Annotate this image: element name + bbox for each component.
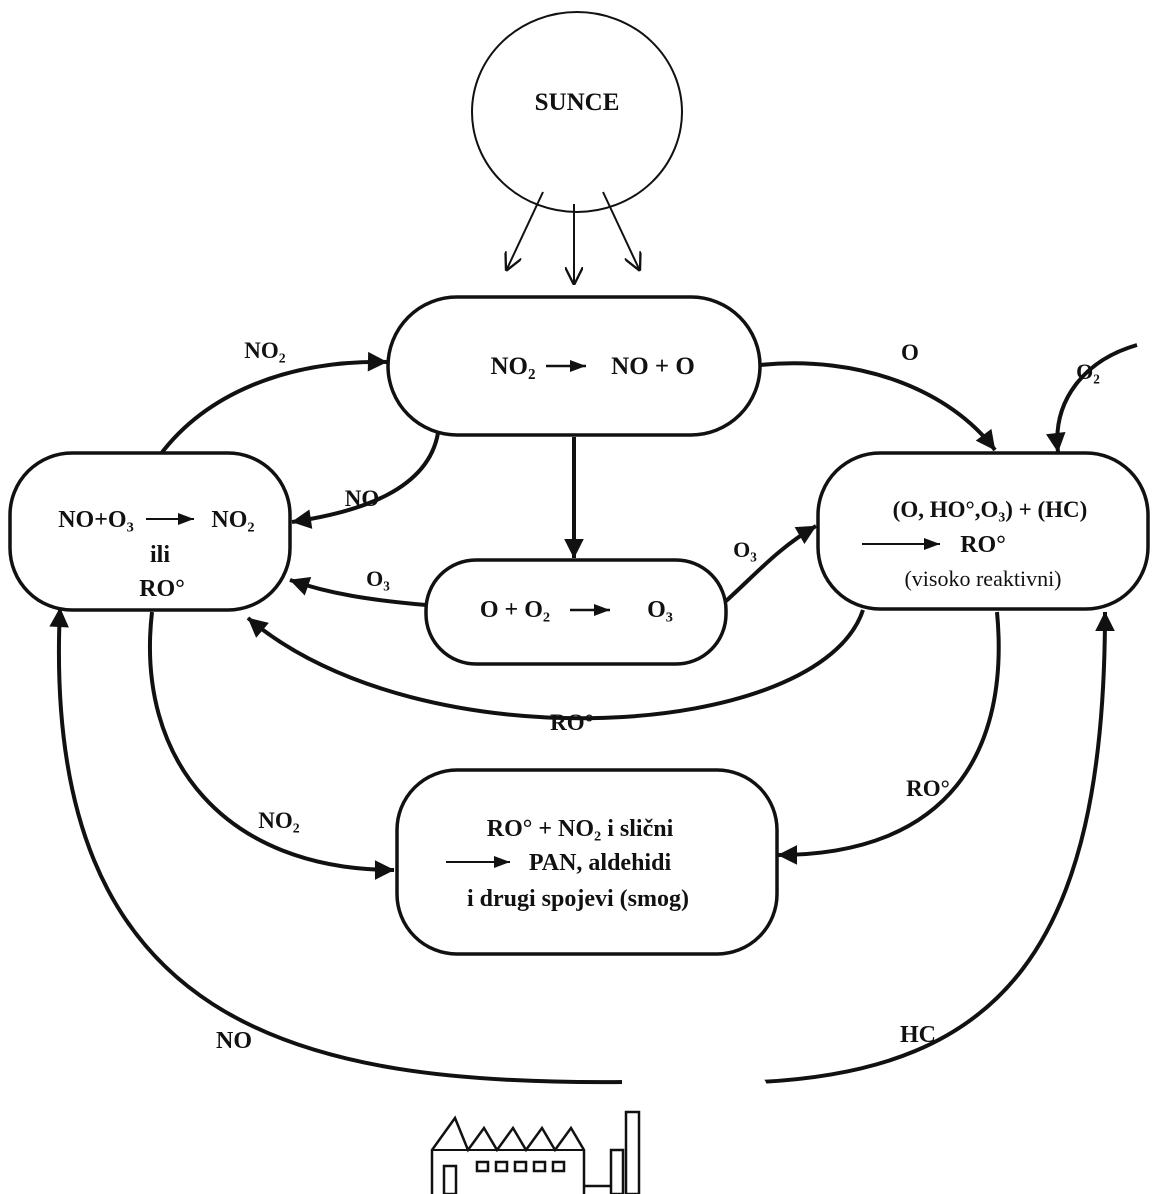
radical-reactants: (O, HO°,O₃) + (HC): [893, 497, 1088, 522]
arrow-factory-hc: [759, 611, 1115, 1084]
factory-window: [442, 1164, 458, 1194]
sun-label: SUNCE: [535, 89, 620, 116]
factory-window: [475, 1160, 490, 1173]
arrow-ozone-to-radical: [724, 524, 818, 603]
label-photolysis-to-left: NO: [345, 486, 380, 511]
label-o2-input: O₂: [1076, 359, 1100, 384]
arrow-factory-no: [49, 607, 626, 1085]
label-ozone-to-radical: O₃: [733, 537, 757, 562]
smog-products: PAN, aldehidi: [529, 850, 672, 876]
label-factory-no: NO: [216, 1028, 252, 1054]
no-oxidation-radical: RO°: [139, 576, 185, 602]
label-left-to-photolysis: NO₂: [244, 338, 286, 363]
arrow-radical-to-left: [246, 609, 865, 721]
factory-icon: [430, 1063, 767, 1194]
factory-window: [513, 1160, 528, 1173]
arrow-ozone-to-left: [289, 577, 427, 607]
arrow-left-to-smog: [147, 611, 395, 880]
sun-node: SUNCE: [471, 11, 683, 213]
radical-note: (visoko reaktivni): [904, 566, 1061, 591]
no-oxidation-or: ili: [150, 542, 170, 568]
edge-labels: NO₂ NO O O₂ O₃ O₃ RO° NO₂ RO° NO HC: [216, 338, 1100, 1054]
node-smog: RO° + NO₂ i slični PAN, aldehidi i drugi…: [395, 768, 779, 956]
label-factory-hc: HC: [900, 1022, 936, 1048]
smog-reactants: RO° + NO₂ i slični: [487, 816, 674, 842]
label-photolysis-to-radical: O: [901, 340, 919, 365]
label-radical-to-smog: RO°: [906, 776, 950, 801]
factory-window: [551, 1160, 566, 1173]
reaction-arrows: [49, 343, 1138, 1085]
arrow-o2-input: [1046, 343, 1138, 453]
ozone-reactant: O + O₂: [480, 597, 550, 623]
smog-others: i drugi spojevi (smog): [467, 886, 689, 912]
node-ozone-formation: O + O₂ O₃: [424, 558, 728, 666]
arrow-photolysis-to-left: [291, 432, 440, 529]
factory-roof: [430, 1115, 586, 1194]
sunlight-rays: [506, 191, 640, 285]
arrow-left-to-photolysis: [158, 351, 388, 457]
arrow-photolysis-to-radical: [759, 361, 997, 452]
arrow-radical-to-smog: [777, 611, 1001, 865]
photolysis-reactant: NO₂: [491, 353, 536, 380]
radical-product: RO°: [960, 532, 1006, 558]
no-oxidation-product: NO₂: [211, 507, 254, 533]
factory-chimney: [624, 1110, 641, 1194]
sunlight-ray: [506, 191, 544, 271]
node-radical-formation: (O, HO°,O₃) + (HC) RO° (visoko reaktivni…: [816, 451, 1150, 611]
no-oxidation-reactant: NO+O₃: [58, 507, 134, 533]
factory-chimney-2: [609, 1148, 625, 1194]
photolysis-product: NO + O: [611, 353, 695, 380]
sunlight-ray: [602, 191, 640, 271]
label-radical-to-left: RO°: [550, 710, 594, 735]
label-ozone-to-left: O₃: [366, 566, 390, 591]
ozone-product: O₃: [647, 597, 673, 623]
node-no-oxidation: NO+O₃ NO₂ ili RO°: [8, 451, 292, 612]
label-left-to-smog: NO₂: [258, 808, 300, 833]
factory-window: [532, 1160, 547, 1173]
node-photolysis: NO₂ NO + O: [386, 295, 762, 437]
factory-window: [494, 1160, 509, 1173]
smoke-plume: [622, 1063, 767, 1109]
